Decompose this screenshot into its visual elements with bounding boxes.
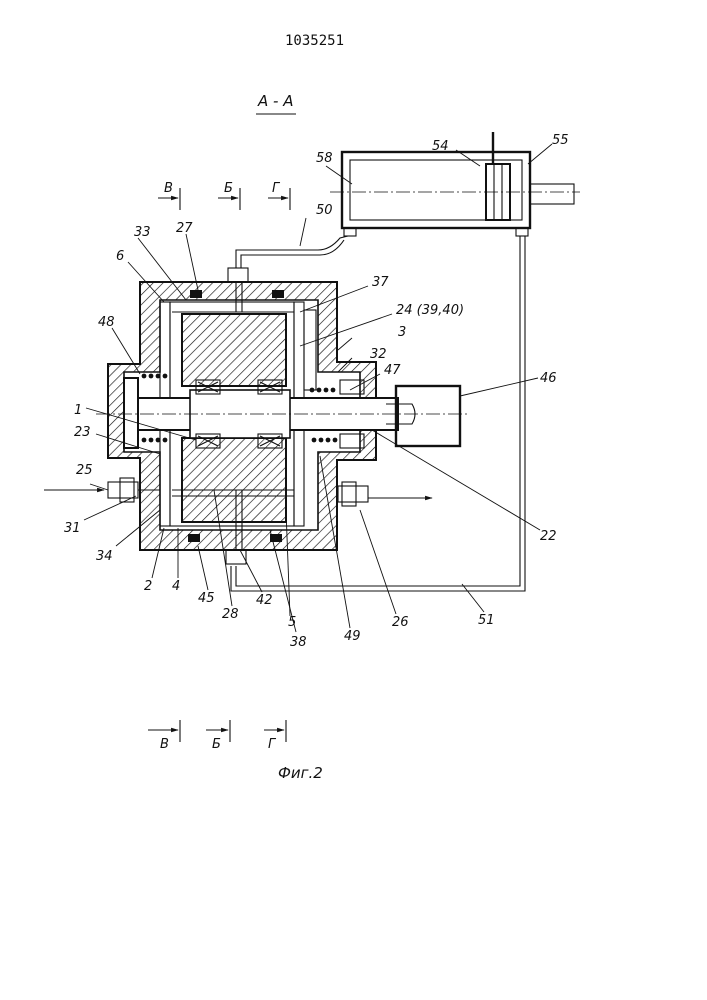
label-46: 46 bbox=[540, 371, 557, 386]
figure-caption: Фиг.2 bbox=[278, 764, 323, 782]
section-mark-bottom-b: Б bbox=[212, 737, 221, 752]
section-title: А - А bbox=[257, 92, 293, 110]
label-49: 49 bbox=[344, 629, 361, 644]
label-55: 55 bbox=[552, 133, 569, 148]
section-mark-top-g: Г bbox=[272, 181, 281, 196]
section-mark-bottom-g: Г bbox=[268, 737, 277, 752]
drive-motor bbox=[396, 386, 460, 446]
label-33: 33 bbox=[134, 225, 151, 240]
label-5: 5 bbox=[288, 615, 296, 630]
port-bottom bbox=[226, 550, 246, 564]
label-1: 1 bbox=[74, 403, 82, 418]
label-31: 31 bbox=[64, 521, 81, 536]
section-mark-top-b: Б bbox=[224, 181, 233, 196]
label-50: 50 bbox=[316, 203, 333, 218]
label-54: 54 bbox=[432, 139, 449, 154]
label-38: 38 bbox=[290, 635, 307, 650]
section-mark-top-v: В bbox=[164, 181, 173, 196]
label-4: 4 bbox=[172, 579, 180, 594]
label-51: 51 bbox=[478, 613, 495, 628]
label-58: 58 bbox=[316, 151, 333, 166]
section-marks-top: В Б Г bbox=[158, 181, 290, 210]
label-37: 37 bbox=[372, 275, 389, 290]
label-24: 24 (39,40) bbox=[396, 303, 464, 318]
label-26: 26 bbox=[392, 615, 409, 630]
label-6: 6 bbox=[116, 249, 124, 264]
section-marks-bottom: В Б Г bbox=[148, 720, 286, 752]
document-number: 1035251 bbox=[285, 33, 344, 49]
label-47: 47 bbox=[384, 363, 401, 378]
piston-rod bbox=[530, 184, 574, 204]
label-34: 34 bbox=[96, 549, 113, 564]
seal-bottom-left bbox=[188, 534, 200, 542]
label-45: 45 bbox=[198, 591, 215, 606]
port-top bbox=[228, 268, 248, 282]
label-42: 42 bbox=[256, 593, 273, 608]
section-mark-bottom-v: В bbox=[160, 737, 169, 752]
seal-top-left bbox=[190, 290, 202, 298]
label-22: 22 bbox=[540, 529, 557, 544]
label-27: 27 bbox=[176, 221, 193, 236]
seal-top-right bbox=[272, 290, 284, 298]
label-3: 3 bbox=[398, 325, 406, 340]
label-2: 2 bbox=[144, 579, 152, 594]
label-48: 48 bbox=[98, 315, 115, 330]
label-25: 25 bbox=[76, 463, 93, 478]
label-32: 32 bbox=[370, 347, 387, 362]
label-28: 28 bbox=[222, 607, 239, 622]
hydraulic-cylinder bbox=[330, 132, 580, 236]
label-23: 23 bbox=[74, 425, 91, 440]
